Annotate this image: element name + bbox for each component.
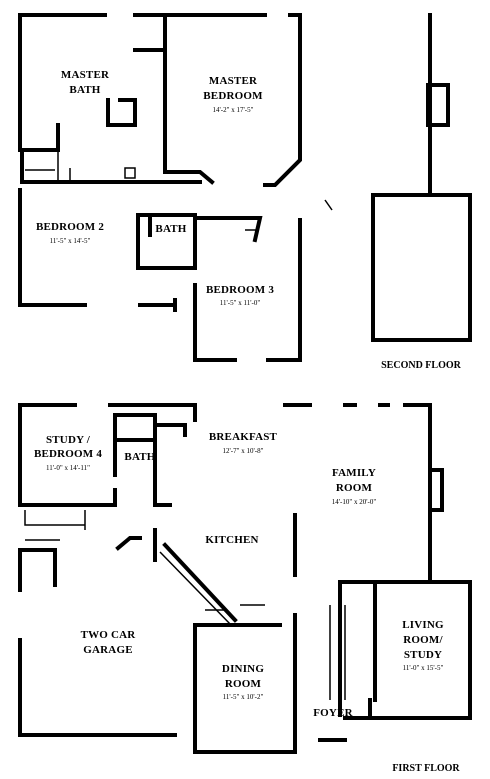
family-room-dimensions: 14'-10" x 20'-0" xyxy=(332,498,377,506)
upper-bath-label: BATH xyxy=(155,223,186,235)
garage-label-2: GARAGE xyxy=(83,644,132,656)
dining-room-label-2: ROOM xyxy=(225,678,262,690)
bedroom-3-dimensions: 11'-5" x 11'-0" xyxy=(220,299,261,307)
second-floor-walls xyxy=(18,13,472,362)
first-floor-label: FIRST FLOOR xyxy=(392,763,460,774)
master-bath-label-1: MASTER xyxy=(61,69,110,81)
family-room-label-1: FAMILY xyxy=(332,467,376,479)
master-bath-label-2: BATH xyxy=(69,84,100,96)
study-label-2: BEDROOM 4 xyxy=(34,448,102,460)
master-bedroom-dimensions: 14'-2" x 17'-5" xyxy=(213,106,254,114)
master-bedroom-label-2: BEDROOM xyxy=(203,90,263,102)
breakfast-dimensions: 12'-7" x 10'-8" xyxy=(223,447,264,455)
living-room-label-2: ROOM/ xyxy=(403,634,443,646)
bedroom-2-dimensions: 11'-5" x 14'-5" xyxy=(50,237,91,245)
living-room-dimensions: 11'-0" x 15'-5" xyxy=(403,664,444,672)
foyer-label: FOYER xyxy=(313,707,353,719)
lower-bath-label: BATH xyxy=(124,451,155,463)
living-room-label-3: STUDY xyxy=(404,649,442,661)
study-label-1: STUDY / xyxy=(46,434,91,446)
kitchen-label: KITCHEN xyxy=(205,534,258,546)
family-room-label-2: ROOM xyxy=(336,482,373,494)
bedroom-3-label: BEDROOM 3 xyxy=(206,284,274,296)
dining-room-dimensions: 11'-5" x 10'-2" xyxy=(223,693,264,701)
living-room-label-1: LIVING xyxy=(402,619,444,631)
breakfast-label: BREAKFAST xyxy=(209,431,278,443)
study-dimensions: 11'-0" x 14'-11" xyxy=(46,464,90,472)
bedroom-2-label: BEDROOM 2 xyxy=(36,221,104,233)
master-bedroom-label-1: MASTER xyxy=(209,75,258,87)
first-floor-walls xyxy=(18,403,472,754)
garage-label-1: TWO CAR xyxy=(81,629,137,641)
second-floor-label: SECOND FLOOR xyxy=(381,360,462,371)
dining-room-label-1: DINING xyxy=(222,663,264,675)
